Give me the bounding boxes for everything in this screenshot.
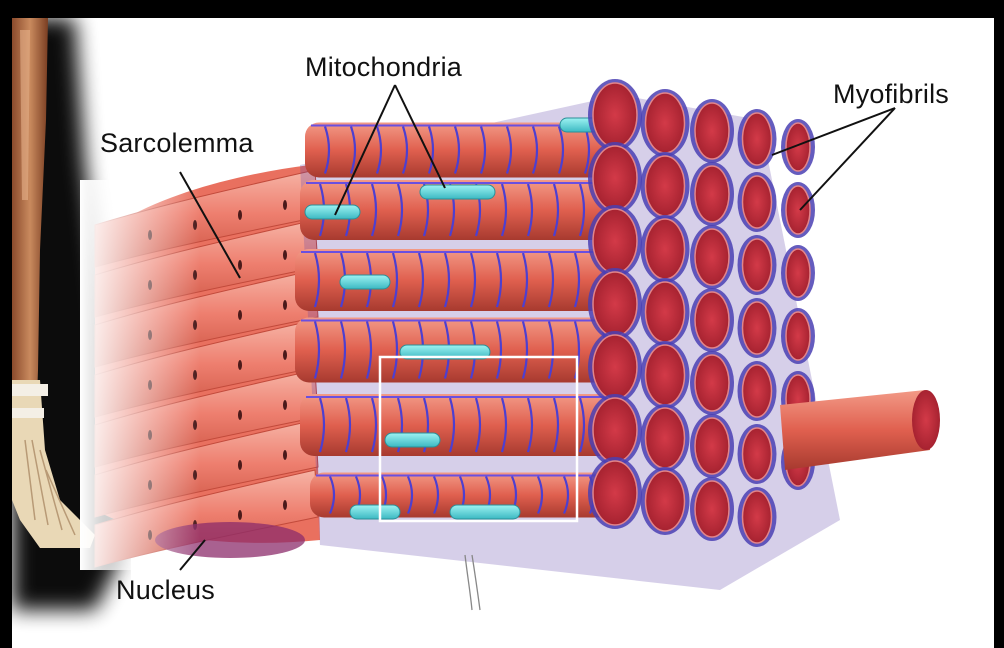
myofibril-end <box>646 345 685 405</box>
sarcolemma-pore <box>238 210 242 220</box>
myofibril-end <box>646 408 685 468</box>
sarcolemma-pore <box>283 200 287 210</box>
myofibril-end <box>646 219 685 279</box>
myofibril-end <box>743 176 772 228</box>
myofibril-end <box>646 471 685 531</box>
myofibril-end <box>786 249 810 297</box>
myofibril-end <box>646 156 685 216</box>
myofibril-end <box>646 282 685 342</box>
myofibril-end <box>593 146 637 210</box>
myofibril-end <box>695 229 729 285</box>
mitochondria-label: Mitochondria <box>305 52 462 83</box>
sarcolemma-pore <box>283 300 287 310</box>
sarcolemma-pore <box>238 410 242 420</box>
myofibril-end <box>786 123 810 171</box>
sarcolemma-pore <box>238 310 242 320</box>
mitochondrion <box>385 433 440 447</box>
myofibril-end <box>743 491 772 543</box>
myofibril-end <box>695 292 729 348</box>
myofibril-bundle <box>295 79 840 590</box>
sarcolemma-pore <box>283 250 287 260</box>
myofibril-end <box>695 418 729 474</box>
myofibril-end <box>743 239 772 291</box>
mitochondrion <box>450 505 520 519</box>
sarcolemma-pore <box>283 450 287 460</box>
myofibril-end <box>695 103 729 159</box>
myofibril-end <box>786 186 810 234</box>
sarcolemma-pore <box>283 350 287 360</box>
sarcolemma-pore <box>238 360 242 370</box>
sarcolemma-pore <box>238 510 242 520</box>
myofibril-end <box>743 428 772 480</box>
mitochondrion <box>305 205 360 219</box>
myofibril-end <box>593 461 637 525</box>
sarcolemma-label: Sarcolemma <box>100 128 254 159</box>
myofibril-end <box>743 365 772 417</box>
myofibrils-leader-2 <box>800 108 895 210</box>
myofibril-end <box>695 481 729 537</box>
myofibril-end <box>593 335 637 399</box>
myofibril-end <box>593 272 637 336</box>
mitochondrion <box>340 275 390 289</box>
sarcolemma-pore <box>238 460 242 470</box>
myofibril-end <box>743 302 772 354</box>
myofibril-end <box>646 93 685 153</box>
myofibril-end <box>593 209 637 273</box>
sarcolemma-pore <box>238 260 242 270</box>
mitochondrion <box>420 185 495 199</box>
sarcolemma-pore <box>283 400 287 410</box>
myofibril-end <box>593 83 637 147</box>
nerve-strand <box>465 555 480 610</box>
nucleus-label: Nucleus <box>116 575 215 606</box>
myofibril-end <box>695 166 729 222</box>
sarcolemma-surface <box>80 165 320 570</box>
sarcolemma-pore <box>283 500 287 510</box>
mitochondrion <box>350 505 400 519</box>
myofibril-end <box>786 312 810 360</box>
myofibril-end <box>695 355 729 411</box>
myofibrils-label: Myofibrils <box>833 79 949 110</box>
myofibril-end <box>743 113 772 165</box>
myofibril-end <box>593 398 637 462</box>
